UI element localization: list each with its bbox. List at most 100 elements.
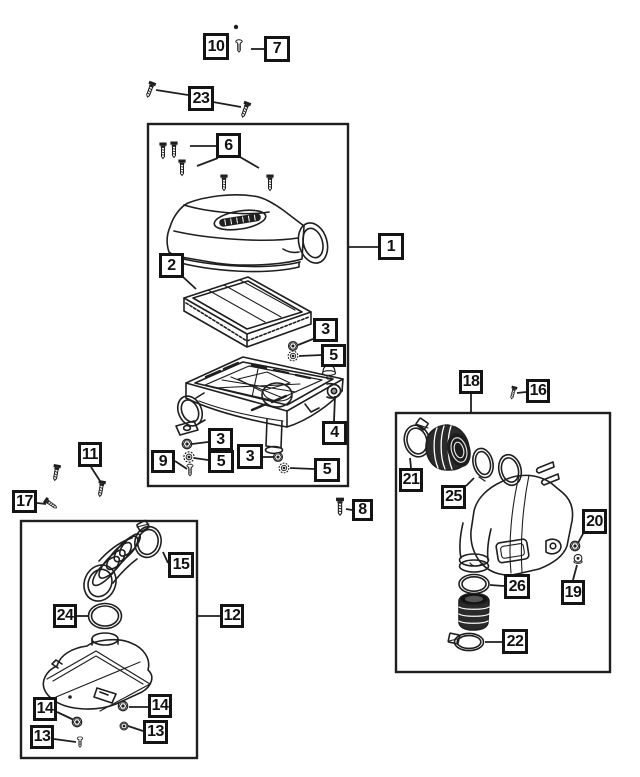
callout-8[interactable]: 8 (352, 499, 373, 521)
leader-line (162, 551, 169, 564)
screw-part (98, 480, 107, 498)
callout-23[interactable]: 23 (188, 86, 214, 111)
washer-part (287, 350, 299, 362)
pin-part (186, 463, 194, 477)
screw-part (170, 141, 178, 159)
leader-line (289, 467, 315, 470)
grommet-part (321, 364, 337, 380)
leader-line (53, 738, 77, 743)
callout-21[interactable]: 21 (399, 468, 423, 492)
nut-part (287, 340, 299, 352)
leader-line (489, 584, 505, 587)
nut-part (117, 700, 129, 712)
callout-26[interactable]: 26 (504, 574, 530, 599)
callout-22[interactable]: 22 (502, 629, 528, 654)
callout-1[interactable]: 1 (378, 233, 404, 260)
nut-part (569, 540, 581, 552)
callout-15[interactable]: 15 (168, 552, 194, 578)
leader-line (193, 457, 209, 461)
callout-2[interactable]: 2 (159, 253, 184, 278)
callout-12[interactable]: 12 (220, 604, 244, 628)
air-cleaner-body-drawing (175, 356, 344, 455)
screw-part (146, 80, 157, 98)
screw-part (266, 174, 274, 192)
air-cleaner-cover-drawing (166, 194, 329, 273)
air-outlet-duct-group (394, 411, 612, 674)
oring-26-drawing (458, 573, 490, 595)
air-inlet-hose-drawing (83, 533, 142, 602)
leader-line (174, 460, 188, 470)
callout-10[interactable]: 10 (203, 33, 229, 60)
screw-part (241, 100, 252, 118)
resonator-drawing (42, 632, 153, 712)
screw-part (336, 497, 344, 517)
inlet-oring-drawing (87, 602, 123, 630)
clamp-22-drawing (447, 632, 485, 652)
callout-4[interactable]: 4 (322, 421, 347, 445)
callout-9[interactable]: 9 (151, 450, 175, 473)
callout-3[interactable]: 3 (237, 444, 263, 469)
nut-part (272, 451, 284, 463)
leader-line (196, 157, 219, 167)
screw-part (220, 174, 228, 192)
leader-line (181, 275, 197, 290)
leader-line (127, 725, 144, 732)
pin-part (235, 39, 243, 53)
leader-line (212, 101, 242, 108)
callout-18[interactable]: 18 (459, 370, 483, 394)
screw-part (178, 159, 186, 177)
adapter-hose-drawing (458, 592, 490, 631)
leader-line (297, 338, 314, 346)
nut-part (181, 438, 193, 450)
callout-17[interactable]: 17 (12, 490, 37, 513)
callout-20[interactable]: 20 (582, 509, 607, 534)
outlet-duct-assembly-drawing (403, 417, 574, 652)
callout-13[interactable]: 13 (143, 720, 168, 744)
pin-part (76, 736, 84, 748)
bellows-hose-drawing (425, 424, 471, 471)
callout-25[interactable]: 25 (441, 485, 466, 509)
leader-line (345, 508, 353, 511)
leader-line (239, 156, 260, 169)
callout-14[interactable]: 14 (148, 694, 172, 718)
callout-5[interactable]: 5 (208, 450, 234, 473)
leader-line (90, 466, 101, 482)
callout-3[interactable]: 3 (313, 318, 338, 342)
screw-part (510, 385, 518, 400)
clamp-ring-25-drawing (472, 447, 494, 482)
callout-16[interactable]: 16 (526, 379, 550, 403)
air-inlet-duct-group (19, 519, 199, 760)
callout-14[interactable]: 14 (33, 697, 57, 721)
nut-part (119, 721, 129, 731)
air-filter-element-drawing (183, 276, 312, 348)
callout-24[interactable]: 24 (53, 604, 77, 628)
washer-part (278, 462, 290, 474)
leader-line (298, 354, 323, 357)
cover-badge (213, 209, 267, 231)
leader-line (572, 564, 578, 581)
leader-line (516, 391, 527, 394)
leader-line (191, 441, 209, 445)
callout-3[interactable]: 3 (208, 428, 233, 451)
dot-part (233, 24, 239, 30)
screw-part (53, 464, 62, 482)
leader-line (333, 395, 336, 422)
outlet-duct-body-drawing (458, 453, 574, 576)
air-cleaner-assembly-group (146, 122, 350, 488)
callout-19[interactable]: 19 (561, 580, 585, 605)
screw-part (42, 496, 58, 509)
leader-line (155, 89, 189, 96)
callout-11[interactable]: 11 (78, 442, 102, 467)
leader-line (56, 711, 75, 721)
inlet-hose-assembly-drawing (42, 519, 162, 712)
hose-clamp-15-drawing (134, 519, 162, 559)
leader-line (409, 457, 412, 469)
callout-13[interactable]: 13 (30, 725, 54, 749)
callout-6[interactable]: 6 (216, 133, 241, 158)
callout-7[interactable]: 7 (264, 36, 290, 62)
washer-part (183, 451, 195, 463)
leader-line (465, 477, 475, 487)
callout-5[interactable]: 5 (321, 344, 346, 367)
callout-5[interactable]: 5 (314, 458, 340, 482)
